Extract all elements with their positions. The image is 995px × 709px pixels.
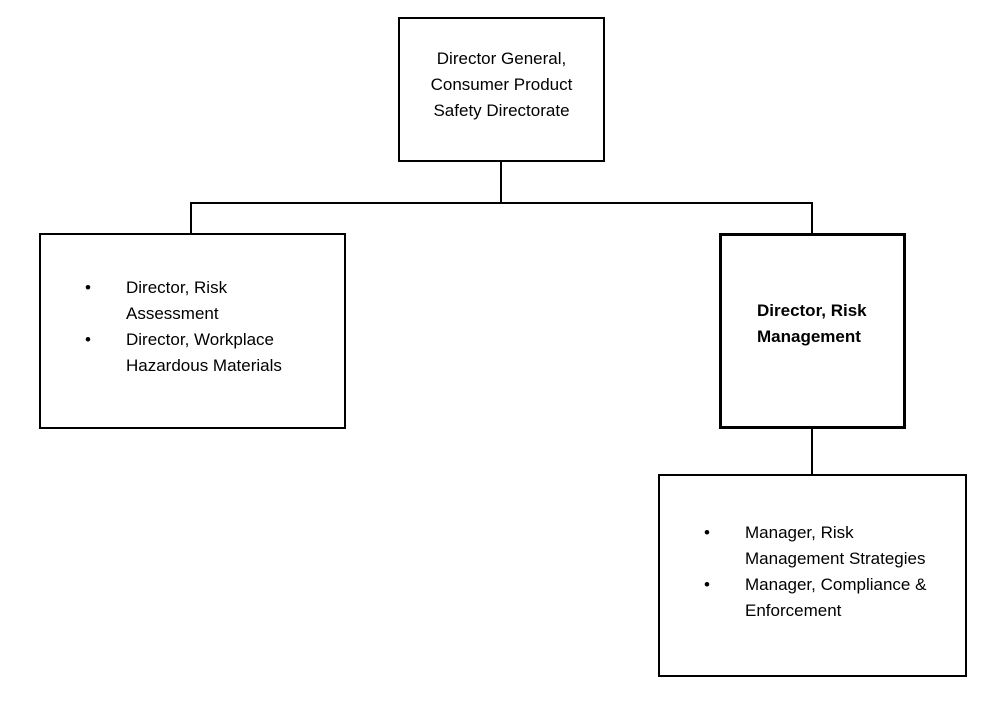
node-text-line: Management	[757, 327, 861, 346]
bullet-text-line: Manager, Risk	[745, 523, 854, 542]
bullet-list: • Manager, Risk Management Strategies • …	[660, 476, 965, 624]
bullet-list: • Director, Risk Assessment • Director, …	[41, 235, 344, 379]
bullet-item: • Manager, Compliance & Enforcement	[660, 572, 965, 624]
bullet-icon: •	[85, 330, 91, 349]
connector-horizontal-rail	[190, 202, 813, 204]
bullet-icon: •	[85, 278, 91, 297]
node-text-line: Safety Directorate	[433, 101, 570, 120]
bullet-text-line: Manager, Compliance &	[745, 575, 927, 594]
bullet-item: • Director, Workplace Hazardous Material…	[41, 327, 344, 379]
connector-root-drop	[500, 161, 502, 204]
bullet-icon: •	[704, 523, 710, 542]
node-director-general: Director General, Consumer Product Safet…	[398, 17, 605, 162]
node-managers-group: • Manager, Risk Management Strategies • …	[658, 474, 967, 677]
connector-risk-management-drop	[811, 429, 813, 475]
bullet-text-line: Enforcement	[745, 601, 842, 620]
bullet-item: • Manager, Risk Management Strategies	[660, 520, 965, 572]
bullet-text-line: Director, Workplace	[126, 330, 275, 349]
bullet-text-line: Director, Risk	[126, 278, 228, 297]
node-text-line: Director General,	[436, 49, 567, 68]
connector-right-branch-drop	[811, 202, 813, 234]
node-directors-group: • Director, Risk Assessment • Director, …	[39, 233, 346, 429]
bullet-text-line: Hazardous Materials	[126, 356, 282, 375]
bullet-icon: •	[704, 575, 710, 594]
bullet-text-line: Management Strategies	[745, 549, 926, 568]
node-director-risk-management: Director, Risk Management	[719, 233, 906, 429]
connector-left-branch-drop	[190, 202, 192, 234]
bullet-item: • Director, Risk Assessment	[41, 275, 344, 327]
node-text-line: Consumer Product	[430, 75, 573, 94]
bullet-text-line: Assessment	[126, 304, 219, 323]
node-text-line: Director, Risk	[757, 301, 867, 320]
